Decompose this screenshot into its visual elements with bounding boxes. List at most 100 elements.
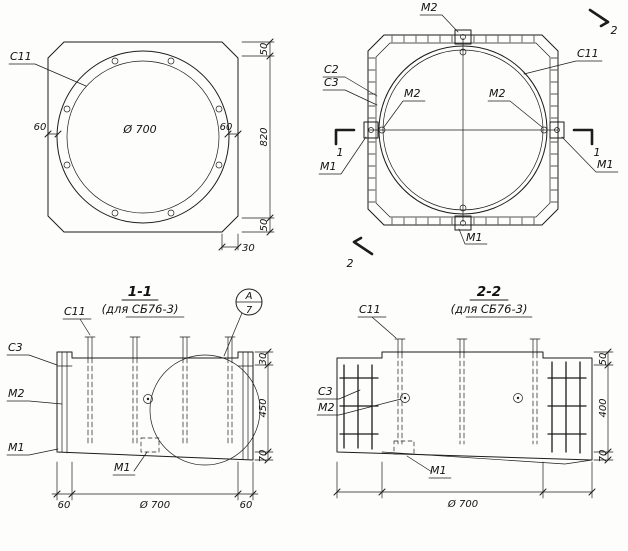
section-number-1-right: 1 [594,146,601,159]
right-dim-ticks [264,348,272,464]
dim-70: 70 [598,450,609,463]
dim-60-right: 60 [220,122,233,133]
leader-m2-right [487,100,543,128]
edge-hatch-marks [368,35,558,225]
bottom-dim-lines [51,461,259,501]
dim-820: 820 [259,127,270,146]
detail-letter: А [245,291,253,302]
dim-60-ticks [44,130,242,138]
leader-c2 [322,76,378,97]
dim-slash-ticks [266,38,274,236]
section-number-2-top: 2 [611,24,618,37]
dim-50: 50 [598,353,609,366]
leader-c3 [322,89,378,106]
left-rebar-mesh [339,364,379,450]
section-mark-2-top [588,8,610,28]
leader-c3 [6,354,58,366]
leader-m2 [316,398,402,416]
bolt-circle-right [513,393,523,403]
detail-sheet-number: 7 [246,305,253,316]
detail-region-circle [149,354,261,466]
plate-outline [367,34,559,226]
section-subtitle: (для СБ76-3) [102,302,179,316]
section-body-outline [56,351,254,461]
leader-c11 [62,318,92,336]
label-c11: С11 [64,305,86,318]
bottom-dim-ticks [53,490,257,498]
hidden-anchor-rect [393,440,415,455]
leader-m1-left [318,136,367,175]
opening-outer-circle [56,50,230,224]
dim-30-lines [221,233,239,251]
ring-bolts [378,48,548,212]
left-end-plate [56,351,73,454]
label-m1-left: М1 [320,160,337,173]
dim-extension-lines [241,41,275,233]
dim-50-top: 50 [259,43,270,56]
bolt-center-right [516,396,520,400]
dim-400: 400 [598,398,609,417]
dim-60-left: 60 [34,122,47,133]
leader-m1-center [112,451,148,476]
plan-view-left: Ø 700 60 60 50 820 50 30 С11 [8,38,275,254]
section-title: 2-2 [477,284,501,300]
plate-outline [47,41,239,233]
label-m2: М2 [8,387,25,400]
section-number-2-bottom: 2 [347,257,354,270]
bottom-dim-lines [336,461,593,499]
dim-30: 30 [258,353,269,366]
label-m1: М1 [430,464,447,477]
label-m1-right: М1 [597,158,614,171]
leader-c11 [357,316,397,339]
label-m1-center: М1 [114,461,131,474]
dim-30: 30 [242,243,255,254]
label-c11: С11 [577,47,599,60]
center-lines [367,37,559,223]
dim-diameter: Ø 700 [139,499,170,511]
leader-m2-top [419,14,459,33]
leader-c11 [8,63,87,87]
label-c11: С11 [10,50,32,63]
opening-inner-circle [66,60,220,214]
section-view-1-1: 1-1 (для СБ76-3) А 7 С11 С3 М2 М1 М1 [6,284,274,511]
leader-m1 [406,455,452,479]
section-mark-2-bottom [352,236,374,256]
leader-m1-left [6,448,59,456]
right-dim-ticks [604,348,612,464]
diameter-label: Ø 700 [122,123,156,136]
rebar-hidden [397,352,538,445]
bolt-circle [143,394,153,404]
label-m2-right: М2 [489,87,506,100]
label-c11: С11 [359,303,381,316]
right-rebar-mesh [547,361,587,454]
dim-450: 450 [258,398,269,417]
section-view-2-2: 2-2 (для СБ76-3) С11 С3 М2 М1 [316,284,614,510]
right-dim-lines [593,351,614,461]
dim-50-bottom: 50 [259,219,270,232]
rebar-hidden [87,357,233,447]
label-m1-bottom: М1 [466,231,483,244]
inner-frame [375,42,551,218]
section-title: 1-1 [128,284,152,300]
leader-m1-bottom [458,228,488,245]
leader-m2 [6,400,63,405]
dim-30-ticks [218,243,242,251]
bolt-holes [63,57,223,217]
label-m2-left: М2 [404,87,421,100]
label-m1-left: М1 [8,441,25,454]
section-mark-1-left [334,128,356,146]
label-m2: М2 [318,401,335,414]
section-number-1-left: 1 [337,146,344,159]
hidden-anchor-rect [140,437,160,453]
label-c3: С3 [8,341,23,354]
plan-view-right: 1 1 2 2 М2 С2 С3 С11 М2 М2 М1 М1 М1 [318,1,619,270]
section-mark-1-right [572,128,594,146]
bolt-center-left [403,396,407,400]
rebar-tops [394,338,541,354]
leader-m2-left [383,100,426,128]
label-m2-top: М2 [421,1,438,14]
rebar-tops [84,336,236,359]
bolt-center [146,397,150,401]
